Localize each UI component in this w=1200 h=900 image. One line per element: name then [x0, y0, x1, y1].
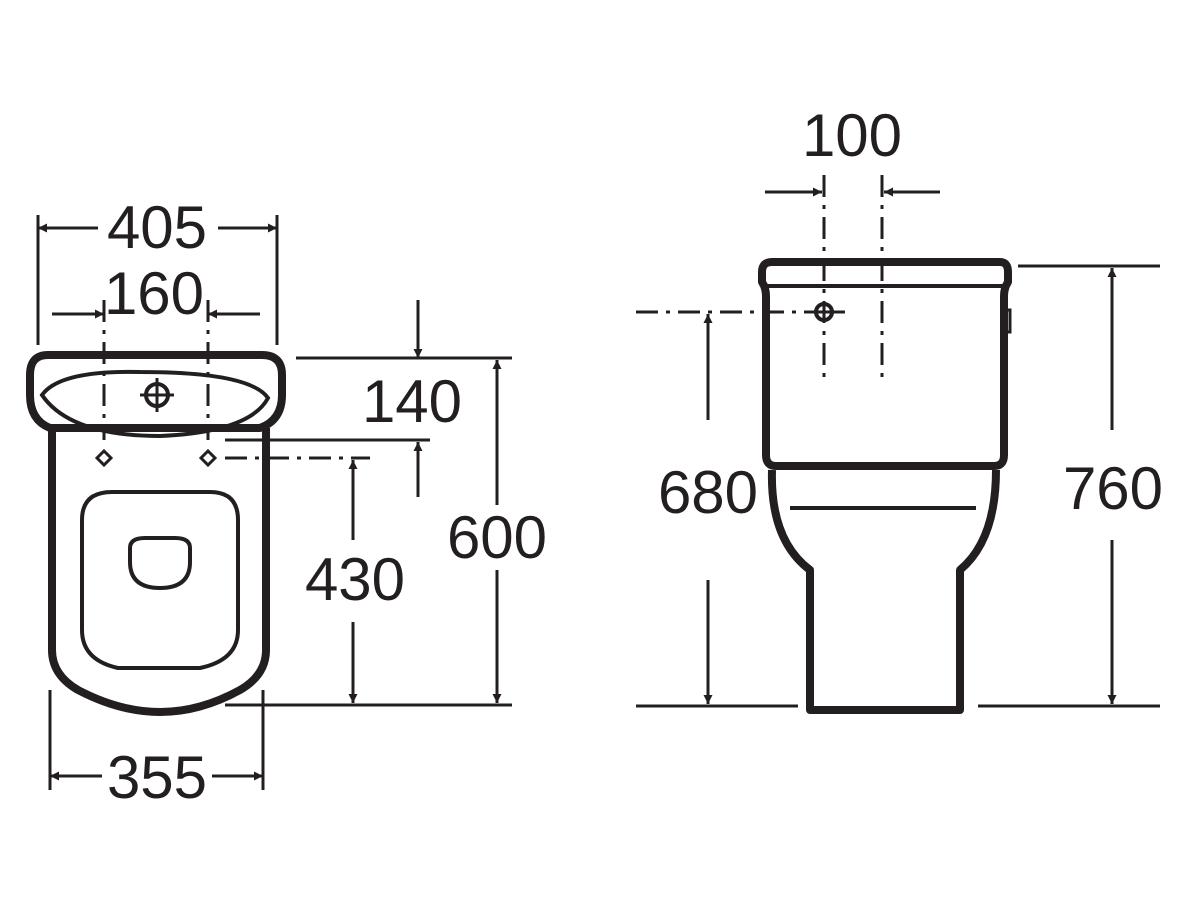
- cistern-rim-outline: [26, 351, 286, 432]
- dim-overall-height-label: 760: [1063, 455, 1163, 522]
- seat-outline: [80, 490, 240, 670]
- flush-button: [1002, 308, 1012, 334]
- water-inlet-icon: [812, 302, 845, 322]
- dim-inlet-height-label: 680: [658, 459, 758, 526]
- flush-hole-icon: [140, 378, 174, 412]
- fixing-point-left-icon: [94, 448, 114, 468]
- top-view: 405 160 140 430 600 355: [26, 194, 547, 811]
- dim-overall-width-label: 405: [107, 194, 207, 261]
- dim-overall-depth-label: 600: [447, 504, 547, 571]
- fixing-point-right-icon: [198, 448, 218, 468]
- cistern-body: [758, 258, 1012, 470]
- dim-fixings-to-rear-label: 430: [305, 546, 405, 613]
- bowl-opening: [128, 536, 192, 591]
- pan-body: [767, 469, 1000, 714]
- dim-fixing-centres-label: 160: [104, 260, 204, 327]
- dim-base-width-label: 355: [107, 744, 207, 811]
- bowl-outline: [48, 428, 270, 716]
- front-view: 100 680 760: [636, 102, 1163, 714]
- dim-front-to-fixings-label: 140: [362, 368, 462, 435]
- dim-outlet-spacing-label: 100: [802, 102, 902, 169]
